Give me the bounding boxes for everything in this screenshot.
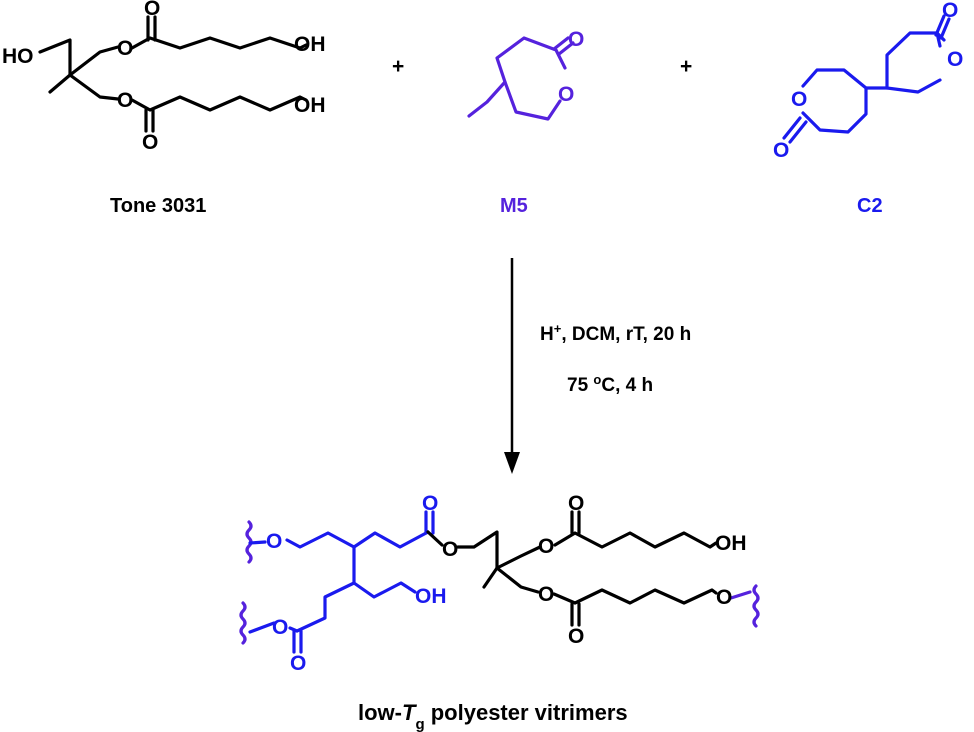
- product-chain-o-left: O: [266, 530, 282, 553]
- c2-label: C2: [857, 195, 883, 217]
- m5-structure: [467, 36, 575, 121]
- c2-ring-o-right: O: [947, 48, 963, 71]
- product-end-o-right: O: [716, 586, 732, 609]
- reaction-arrow: [504, 258, 520, 474]
- product-oh-blue: OH: [415, 585, 447, 608]
- product-oh-top: OH: [715, 532, 747, 555]
- product-name-label: low-Tg polyester vitrimers: [358, 700, 628, 732]
- product-blue-carbonyl-o: O: [422, 492, 438, 515]
- c2-structure: [782, 14, 951, 144]
- c2-carbonyl-o-left: O: [773, 139, 789, 162]
- conditions-line-2: 75 oC, 4 h: [567, 372, 653, 397]
- c2-carbonyl-o-right: O: [942, 0, 958, 22]
- m5-carbonyl-o: O: [568, 28, 584, 51]
- product-link-o: O: [442, 538, 458, 561]
- product-ester-o-bottom-left: O: [272, 616, 288, 639]
- c2-ring-o-left: O: [791, 88, 807, 111]
- tone-3031-structure: [38, 15, 308, 133]
- tone-ho-label: HO: [2, 45, 34, 68]
- tone-3031-label: Tone 3031: [110, 195, 206, 217]
- product-ester-o-top: O: [538, 535, 554, 558]
- plus-sign-2: +: [680, 55, 692, 78]
- product-ester-o-bottom-right: O: [538, 583, 554, 606]
- tone-carbonyl-o-top: O: [144, 0, 160, 20]
- m5-label: M5: [500, 195, 528, 217]
- product-carbonyl-o-top: O: [568, 492, 584, 515]
- tone-oh-bottom: OH: [294, 94, 326, 117]
- product-structure: [239, 510, 760, 654]
- tone-ester-o-bottom: O: [117, 89, 133, 112]
- m5-ring-o: O: [558, 83, 574, 106]
- conditions-line-1: H+, DCM, rT, 20 h: [540, 321, 691, 346]
- plus-sign-1: +: [392, 55, 404, 78]
- product-carbonyl-o-bottom-left: O: [290, 652, 306, 675]
- tone-ester-o-top: O: [117, 37, 133, 60]
- product-carbonyl-o-bottom-right: O: [568, 625, 584, 648]
- tone-carbonyl-o-bottom: O: [142, 131, 158, 154]
- tone-oh-top: OH: [294, 33, 326, 56]
